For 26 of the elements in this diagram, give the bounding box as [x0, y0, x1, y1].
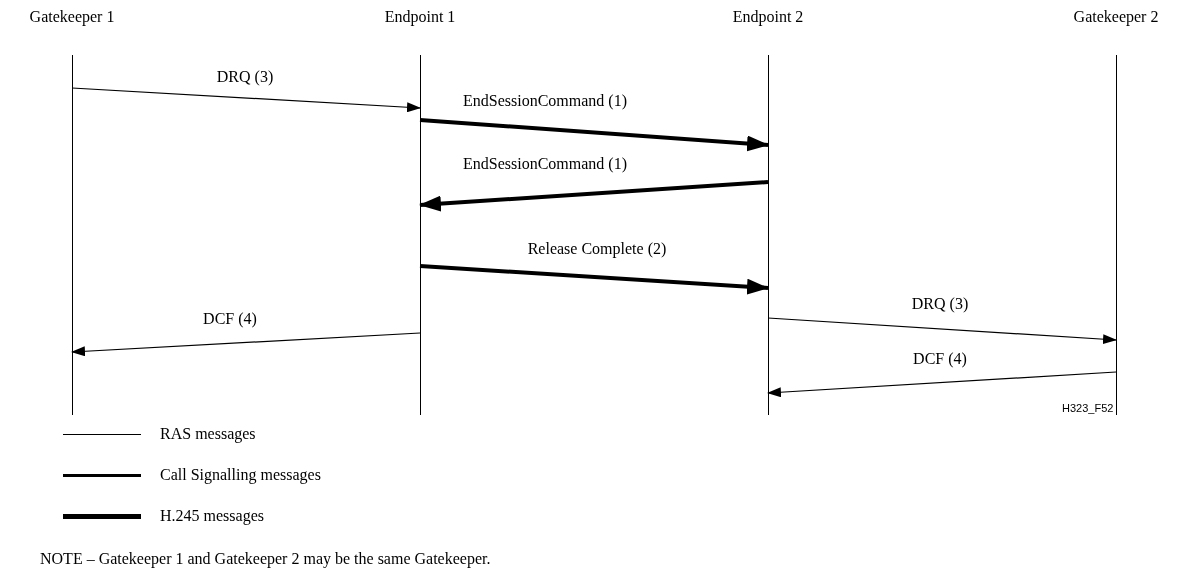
edge-label: DRQ (3) [214, 68, 276, 86]
lifeline [1116, 55, 1117, 415]
participant-label: Gatekeeper 1 [29, 8, 115, 26]
edge-label: DRQ (3) [909, 295, 971, 313]
edge-label: EndSessionCommand (1) [461, 92, 629, 110]
participant-label: Gatekeeper 2 [1073, 8, 1159, 26]
message-arrow [767, 317, 1117, 345]
edge-label: DCF (4) [911, 350, 969, 368]
lifeline [420, 55, 421, 415]
legend-text: RAS messages [160, 425, 256, 443]
edge-label: EndSessionCommand (1) [461, 155, 629, 173]
participant-label: Endpoint 2 [732, 8, 804, 26]
edge-label: Release Complete (2) [525, 240, 669, 258]
message-arrow [71, 332, 421, 357]
note-text: NOTE – Gatekeeper 1 and Gatekeeper 2 may be the same Gatekeeper. [40, 550, 491, 568]
edge-label: DCF (4) [201, 310, 259, 328]
message-arrow [419, 180, 769, 212]
message-arrow [419, 118, 769, 152]
message-arrow [419, 264, 769, 295]
message-arrow [71, 87, 421, 113]
lifeline [72, 55, 73, 415]
legend-text: Call Signalling messages [160, 466, 321, 484]
message-arrow [767, 371, 1117, 398]
legend-text: H.245 messages [160, 507, 264, 525]
participant-label: Endpoint 1 [384, 8, 456, 26]
lifeline [768, 55, 769, 415]
